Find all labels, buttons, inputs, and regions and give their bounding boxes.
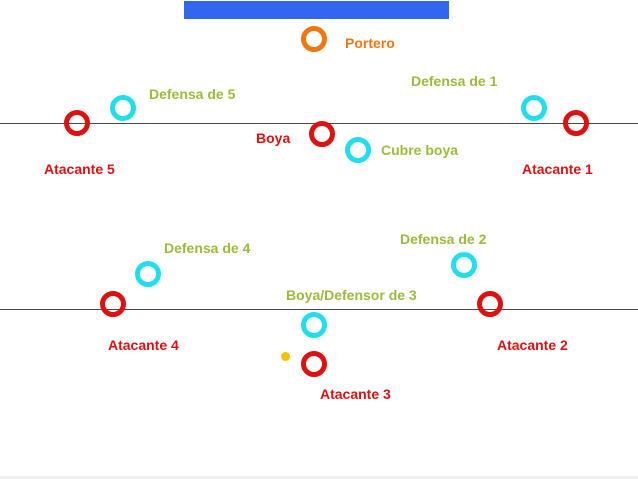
attacker-5-marker [64,110,90,136]
defender-2-marker [451,252,477,278]
defender-5-label: Defensa de 5 [149,86,236,102]
attacker-5-label: Atacante 5 [44,161,115,177]
attacker-1-label: Atacante 1 [522,161,593,177]
defender-1-label: Defensa de 1 [411,73,498,89]
defender-4-marker [135,261,161,287]
attacker-3-label: Atacante 3 [320,386,391,402]
attacker-2-marker [477,291,503,317]
attacker-3-marker [301,351,327,377]
defender-5-marker [110,95,136,121]
goalkeeper-marker [301,26,327,52]
defender-2-label: Defensa de 2 [400,231,487,247]
center-forward-marker [309,121,335,147]
center-defender-marker [345,137,371,163]
ball-marker [281,352,290,361]
bottom-edge [0,476,638,479]
attacker-4-marker [100,291,126,317]
attacker-4-label: Atacante 4 [108,337,179,353]
defender-3-label: Boya/Defensor de 3 [286,287,417,303]
goal-bar [184,1,449,19]
defender-4-label: Defensa de 4 [164,240,251,256]
goalkeeper-label: Portero [345,35,395,51]
attacker-1-marker [563,110,589,136]
center-forward-label: Boya [256,130,291,146]
attacker-2-label: Atacante 2 [497,337,568,353]
center-defender-label: Cubre boya [381,142,459,158]
lower-field-line [0,309,638,310]
defender-3-marker [301,312,327,338]
defender-1-marker [521,95,547,121]
